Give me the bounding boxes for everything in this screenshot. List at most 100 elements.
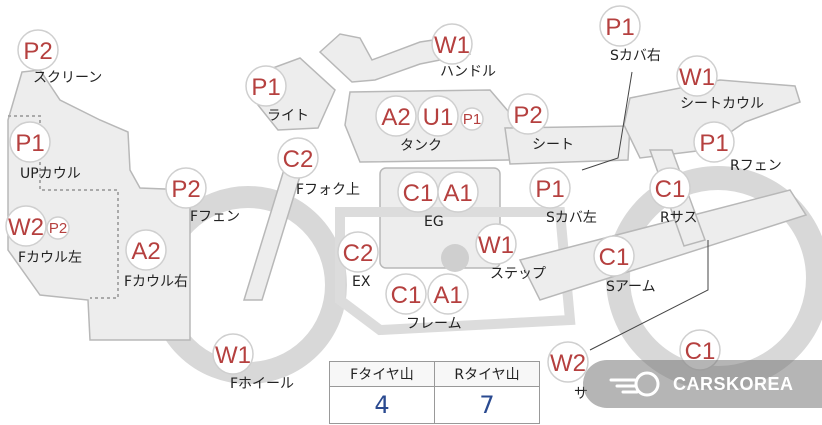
light-code-badge: P1	[245, 65, 287, 107]
engine-code: C1	[403, 180, 434, 207]
seat-code: P2	[513, 102, 542, 129]
badge-circle	[375, 95, 417, 137]
light-code: P1	[251, 74, 280, 101]
rear-tire-header: Rタイヤ山	[434, 361, 540, 387]
rear-tire-value: 7	[434, 386, 540, 424]
screen-label: スクリーン	[33, 70, 102, 86]
badge-circle	[125, 229, 167, 271]
badge-circle	[547, 341, 589, 383]
rear-fender-code: P1	[699, 130, 728, 157]
tank-code: U1	[423, 104, 454, 131]
seat-code-badge: P2	[507, 93, 549, 135]
frame-code-badge: A1	[427, 273, 469, 315]
up-cowl-code: P1	[15, 130, 44, 157]
front-cowl-left-code-badge: W2	[5, 205, 47, 247]
front-tire-value: 4	[329, 386, 435, 424]
side-cover-left-code: P1	[535, 176, 564, 203]
front-fork-label: Fフォク上	[296, 182, 360, 198]
engine-code: A1	[443, 180, 472, 207]
engine-cylinder-shape	[441, 244, 469, 272]
up-cowl-label: UPカウル	[20, 166, 81, 182]
seat-cowl-code-badge: W1	[676, 55, 718, 97]
watermark-text: CARSKOREA	[673, 373, 794, 394]
swing-arm-label: Sアーム	[606, 279, 656, 295]
front-fork-code: C2	[283, 146, 314, 173]
front-cowl-left-code: W2	[8, 214, 44, 241]
badge-circle	[385, 273, 427, 315]
badge-circle	[337, 231, 379, 273]
exhaust-code: C2	[343, 240, 374, 267]
side-cover-right-label: Sカバ右	[610, 48, 661, 64]
tank-code-badge: U1	[417, 95, 459, 137]
badge-circle	[427, 273, 469, 315]
frame-shape	[335, 207, 576, 336]
badge-circle	[676, 55, 718, 97]
front-wheel-code: W1	[215, 342, 251, 369]
badge-circle	[212, 333, 254, 375]
light-label: ライト	[267, 108, 309, 124]
screen-code: P2	[23, 38, 52, 65]
seat-cowl-code: W1	[679, 64, 715, 91]
frame-label: フレーム	[406, 316, 462, 332]
front-cowl-left-label: Fカウル左	[18, 250, 82, 266]
step-label: ステップ	[490, 266, 546, 282]
front-fender-code: P2	[171, 176, 200, 203]
handle-label: ハンドル	[440, 64, 496, 80]
cowl-seams	[8, 115, 119, 299]
front-fender-label: Fフェン	[190, 209, 240, 225]
rear-wheel-code: W2	[550, 350, 586, 377]
exhaust-code-badge: C2	[337, 231, 379, 273]
seat-shape	[504, 125, 631, 165]
badge-circle	[417, 95, 459, 137]
handle-code: W1	[434, 32, 470, 59]
badge-circle	[165, 167, 207, 209]
badge-circle	[507, 93, 549, 135]
seat-cowl-shape	[623, 79, 801, 159]
screen-code-badge: P2	[17, 29, 59, 71]
rear-wheel-code-badge: W2	[547, 341, 589, 383]
badge-circle	[693, 121, 735, 163]
badge-circle	[5, 205, 47, 247]
side-cover-right-code-badge: P1	[599, 5, 641, 47]
swing-arm-shape	[518, 189, 808, 301]
badge-circle	[599, 5, 641, 47]
front-cowl-left-code-badge: P2	[46, 216, 70, 240]
side-cover-left-label: Sカバ左	[546, 210, 597, 226]
badge-circle	[529, 167, 571, 209]
tank-code: A2	[381, 104, 410, 131]
frame-code-badge: C1	[385, 273, 427, 315]
carskorea-logo-icon	[609, 371, 660, 397]
tank-label: タンク	[400, 138, 442, 154]
front-wheel-label: Fホイール	[230, 376, 294, 392]
side-cover-left-code-badge: P1	[529, 167, 571, 209]
front-cowl-left-code: P2	[49, 220, 67, 237]
swing-arm-code: C1	[599, 244, 630, 271]
watermark: CARSKOREA	[583, 360, 822, 408]
front-cowl-right-code: A2	[131, 238, 160, 265]
badge-circle	[277, 137, 319, 179]
front-tire-header: Fタイヤ山	[329, 361, 435, 387]
frame-code: C1	[391, 282, 422, 309]
front-wheel-code-badge: W1	[212, 333, 254, 375]
handle-code-badge: W1	[431, 23, 473, 65]
front-fork-code-badge: C2	[277, 137, 319, 179]
up-cowl-code-badge: P1	[9, 121, 51, 163]
badge-circle	[9, 121, 51, 163]
tank-code: P1	[463, 111, 481, 128]
frame-code: A1	[433, 282, 462, 309]
tank-code-badge: P1	[460, 107, 484, 131]
tire-tread-table: Fタイヤ山 Rタイヤ山 4 7	[329, 361, 540, 424]
step-code: W1	[478, 232, 514, 259]
badge-circle	[460, 107, 484, 131]
swing-arm-code-badge: C1	[593, 235, 635, 277]
rear-suspension-label: Rサス	[660, 210, 697, 226]
rear-suspension-code: C1	[655, 176, 686, 203]
exhaust-label: EX	[352, 274, 371, 290]
badge-circle	[245, 65, 287, 107]
badge-circle	[475, 223, 517, 265]
front-cowl-right-code-badge: A2	[125, 229, 167, 271]
step-code-badge: W1	[475, 223, 517, 265]
tank-code-badge: A2	[375, 95, 417, 137]
engine-code-badge: A1	[437, 171, 479, 213]
